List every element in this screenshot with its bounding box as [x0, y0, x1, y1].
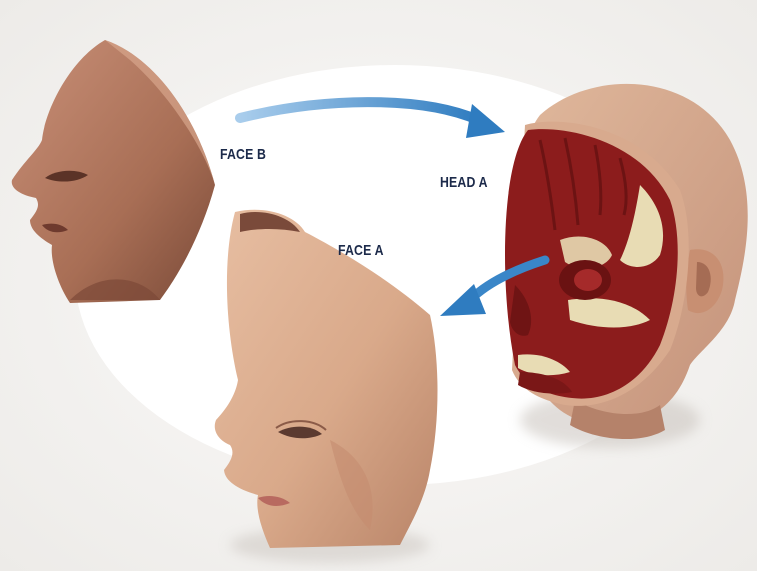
label-face-a: FACE A	[338, 242, 384, 259]
label-face-b: FACE B	[220, 146, 266, 163]
label-head-a: HEAD A	[440, 174, 488, 191]
